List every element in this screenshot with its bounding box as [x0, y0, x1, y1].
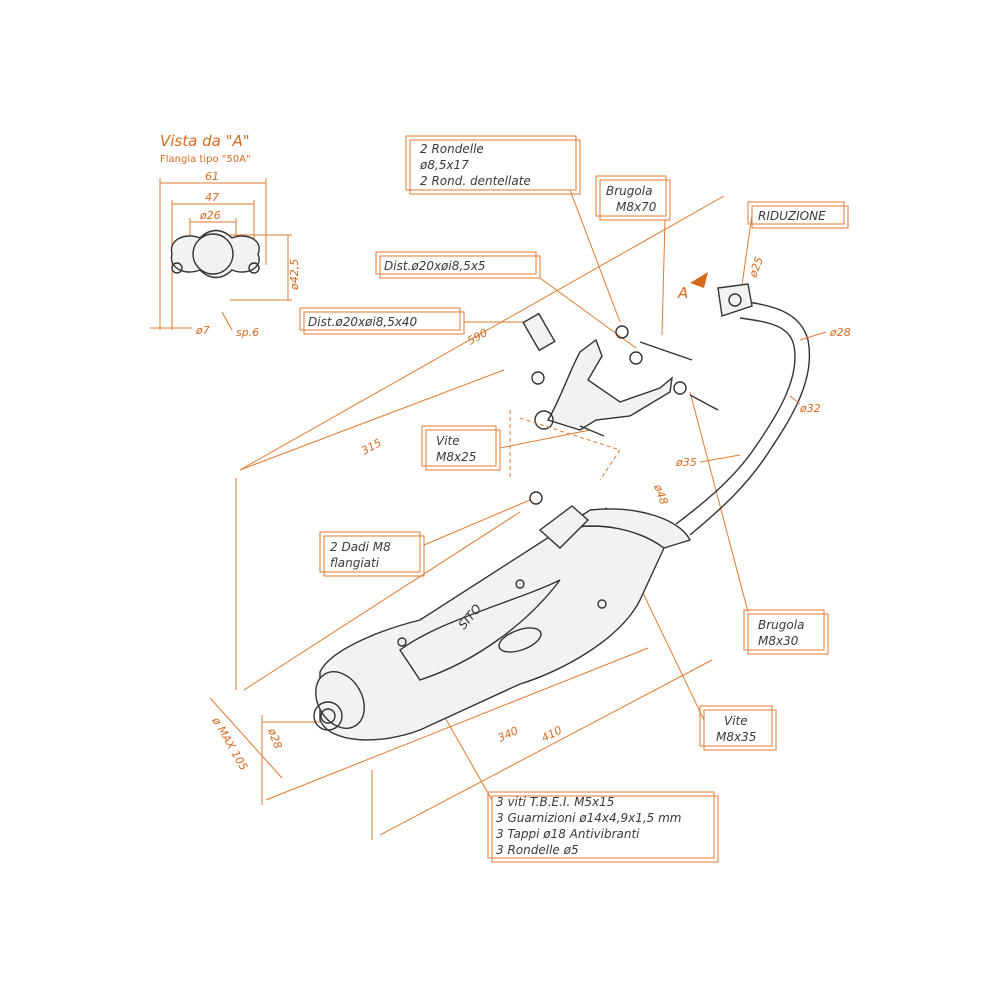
hardware — [509, 312, 719, 521]
brugola30-line2: M8x30 — [758, 634, 799, 648]
vite35-line2: M8x35 — [716, 730, 756, 744]
dim-48: ø48 — [651, 482, 671, 507]
kit-line3: 3 Tappi ø18 Antivibranti — [496, 827, 640, 841]
kit-line2: 3 Guarnizioni ø14x4,9x1,5 mm — [496, 811, 681, 825]
support-bracket — [546, 338, 673, 431]
silencer: SITO — [313, 505, 691, 741]
riduzione-text: RIDUZIONE — [758, 209, 826, 223]
tailpipe-inner — [320, 708, 336, 724]
flange-view: Vista da "A" Flangia tipo "50A" 61 47 ø2… — [150, 132, 301, 339]
label-rondelle: 2 Rondelle ø8,5x17 2 Rond. dentellate — [405, 135, 621, 323]
label-riduzione: RIDUZIONE — [741, 201, 849, 286]
kit-line1: 3 viti T.B.E.I. M5x15 — [496, 795, 614, 809]
vite25-line1: Vite — [436, 434, 460, 448]
flange-dim-61: 61 — [205, 170, 219, 183]
riduzione-flange — [717, 283, 753, 317]
dist1-text: Dist.ø20xøi8,5x5 — [384, 259, 486, 273]
label-kit: 3 viti T.B.E.I. M5x15 3 Guarnizioni ø14x… — [401, 641, 719, 863]
label-dist1: Dist.ø20xøi8,5x5 — [375, 251, 637, 349]
vite35-line1: Vite — [724, 714, 748, 728]
view-title: Vista da "A" — [160, 132, 250, 150]
bolt-m8x30 — [689, 394, 719, 411]
tailpipe — [313, 701, 343, 731]
flange-dim-47: 47 — [205, 191, 219, 204]
label-brugola30: Brugola M8x30 — [689, 391, 829, 655]
flange-dim-26: ø26 — [199, 209, 221, 222]
bolt-m8x25 — [579, 425, 605, 437]
spacer-40 — [522, 312, 556, 352]
rondelle-line3: 2 Rond. dentellate — [420, 174, 531, 188]
dim-340: 340 — [496, 724, 521, 745]
arrow-a-icon — [690, 272, 708, 288]
silencer-body — [319, 525, 665, 741]
bracket-hole — [534, 410, 554, 430]
bolt-m8x70 — [639, 341, 693, 361]
brugola30-line1: Brugola — [758, 618, 804, 632]
rondelle-line1: 2 Rondelle — [420, 142, 484, 156]
dim-25: ø25 — [746, 255, 766, 280]
dist2-text: Dist.ø20xøi8,5x40 — [308, 315, 418, 329]
silencer-cone — [559, 508, 691, 549]
dim-315: 315 — [359, 436, 384, 458]
kit-line4: 3 Rondelle ø5 — [496, 843, 579, 857]
dadi-line1: 2 Dadi M8 — [330, 540, 391, 554]
label-vite25: Vite M8x25 — [421, 425, 591, 471]
screw-1 — [397, 637, 407, 647]
side-plate — [399, 579, 561, 681]
flange-dim-7: ø7 — [195, 324, 210, 337]
dim-32: ø32 — [799, 402, 821, 415]
view-subtitle: Flangia tipo "50A" — [160, 154, 251, 165]
label-vite35: Vite M8x35 — [603, 511, 777, 751]
header-pipe: ø25 ø28 ø32 ø35 ø48 A — [651, 255, 851, 536]
silencer-endcap — [315, 671, 365, 729]
screw-2 — [515, 579, 525, 589]
dim-max105: ø MAX 105 — [209, 714, 250, 773]
dim-410: 410 — [539, 724, 564, 745]
arrow-a-label: A — [677, 284, 688, 302]
flange-hole-right — [248, 262, 260, 274]
label-dadi: 2 Dadi M8 flangiati — [319, 499, 531, 577]
flange-shape — [170, 229, 260, 279]
dim-28-tail: ø28 — [265, 726, 285, 751]
label-dist2: Dist.ø20xøi8,5x40 — [299, 307, 532, 335]
dadi-line2: flangiati — [330, 556, 380, 570]
nut-1 — [531, 371, 545, 385]
washer-1 — [615, 325, 629, 339]
flange-dim-42: ø42,5 — [288, 259, 301, 291]
flange-hole-left — [171, 262, 183, 274]
washer-2 — [673, 381, 687, 395]
brugola70-line1: Brugola — [606, 184, 652, 198]
flange-dim-sp: sp.6 — [236, 326, 259, 339]
dim-28-top: ø28 — [829, 326, 851, 339]
brand-emblem — [498, 627, 542, 653]
spacer-5 — [629, 351, 643, 365]
dim-590: 590 — [465, 326, 490, 348]
label-brugola70: Brugola M8x70 — [595, 175, 671, 336]
screw-3 — [597, 599, 607, 609]
nut-2 — [529, 491, 543, 505]
silencer-mount — [538, 505, 590, 549]
vite25-line2: M8x25 — [436, 450, 476, 464]
brugola70-line2: M8x70 — [616, 200, 657, 214]
dim-35: ø35 — [675, 456, 697, 469]
rondelle-line2: ø8,5x17 — [419, 158, 469, 172]
flange-bore — [192, 233, 234, 275]
